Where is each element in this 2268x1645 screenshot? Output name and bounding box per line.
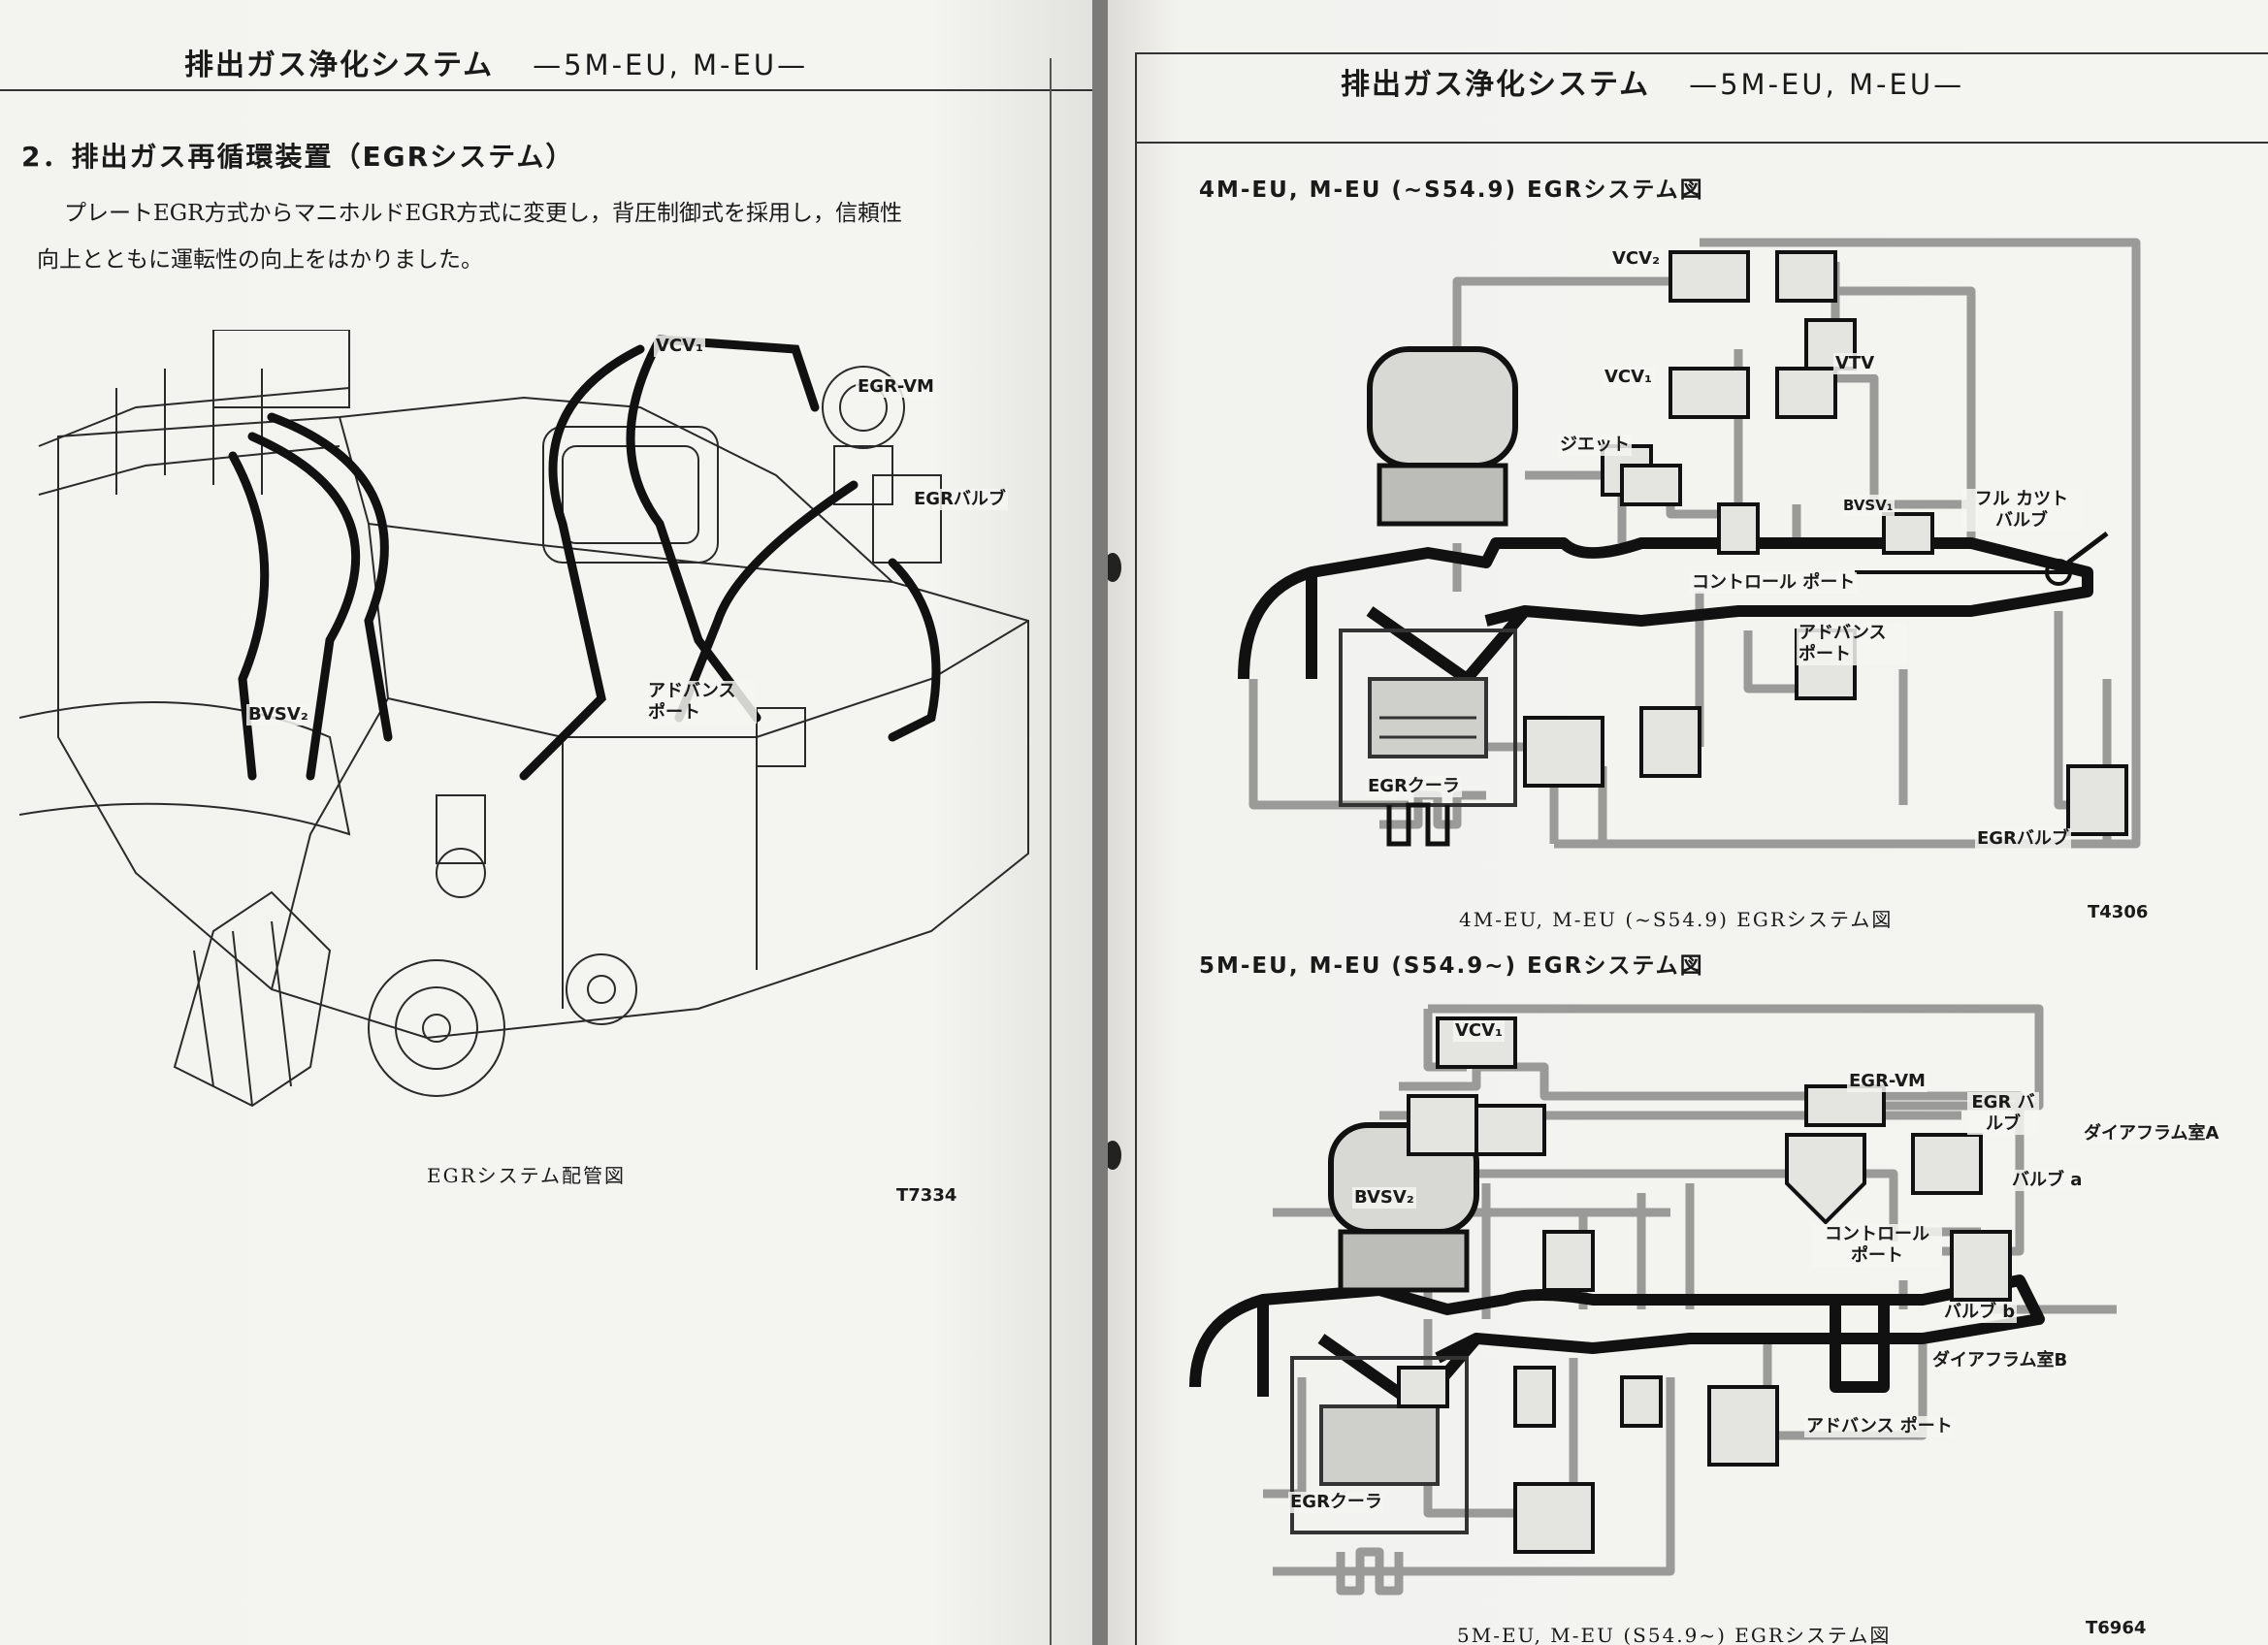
left-header-model: —5M-EU, M-EU— (533, 48, 809, 81)
d2-label-bvsv2: BVSV₂ (1352, 1187, 1416, 1209)
d2-label-egr-valve: EGR バルブ (1967, 1092, 2039, 1135)
diagram2-code: T6964 (2086, 1618, 2147, 1638)
diagram1-title: 4M-EU, M-EU (~S54.9) EGRシステム図 (1199, 177, 1704, 203)
left-header-rule (0, 89, 1092, 91)
punch-hole (1108, 1141, 1121, 1170)
d2-label-egr-vm: EGR-VM (1847, 1071, 1928, 1092)
right-page: 排出ガス浄化システム —5M-EU, M-EU— 4M-EU, M-EU (~S5… (1108, 0, 2268, 1645)
d2-label-diaphragm-a: ダイアフラム室A (2082, 1123, 2221, 1145)
punch-hole (1108, 553, 1121, 582)
label-vcv1: VCV₁ (654, 336, 705, 357)
egr-diagram-2 (1189, 1004, 2117, 1596)
diagram1-code: T4306 (2088, 902, 2149, 922)
right-header-model: —5M-EU, M-EU— (1689, 68, 1965, 101)
d2-label-diaphragm-b: ダイアフラム室B (1930, 1350, 2070, 1371)
diagram1-caption: 4M-EU, M-EU (~S54.9) EGRシステム図 (1459, 908, 1894, 931)
d2-label-advance-port: アドバンス ポート (1804, 1416, 1955, 1437)
left-page-margin-rule (1050, 58, 1052, 1645)
d1-label-egr-cooler: EGRクーラ (1366, 776, 1462, 797)
d1-label-full-cut-valve: フル カツト バルブ (1961, 489, 2082, 532)
d1-label-jet: ジエット (1558, 435, 1632, 456)
left-page-header: 排出ガス浄化システム —5M-EU, M-EU— (184, 41, 808, 83)
label-advance-port: アドバンス ポート (646, 681, 757, 724)
diagram2-caption: 5M-EU, M-EU (S54.9~) EGRシステム図 (1457, 1624, 1892, 1645)
section-heading: 2．排出ガス再循環装置（EGRシステム） (21, 141, 575, 173)
egr-diagram-1 (1238, 238, 2141, 849)
right-page-frame-top (1135, 52, 2268, 54)
d2-label-vcv1: VCV₁ (1453, 1020, 1505, 1042)
d2-label-valve-a: バルブ a (2010, 1170, 2085, 1191)
d1-label-control-port: コントロール ポート (1690, 572, 1858, 594)
right-header-rule (1135, 142, 2268, 144)
left-figure-caption: EGRシステム配管図 (427, 1164, 627, 1187)
d1-label-bvsv1: BVSV₁ (1841, 495, 1895, 516)
d1-label-vtv: VTV (1833, 353, 1877, 374)
d1-label-vcv1: VCV₁ (1603, 367, 1654, 388)
paragraph-line-1: プレートEGR方式からマニホルドEGR方式に変更し，背圧制御式を採用し，信頼性 (64, 201, 902, 226)
left-header-title: 排出ガス浄化システム (184, 48, 495, 82)
diagram2-title: 5M-EU, M-EU (S54.9~) EGRシステム図 (1199, 953, 1704, 979)
label-egr-valve: EGRバルブ (912, 489, 1008, 510)
right-header-title: 排出ガス浄化システム (1341, 68, 1651, 102)
d2-label-valve-b: バルブ b (1942, 1302, 2018, 1323)
label-egr-vm: EGR-VM (856, 376, 936, 398)
d1-label-egr-valve: EGRバルブ (1975, 828, 2071, 850)
right-page-frame-left (1135, 52, 1137, 1645)
egr-piping-illustration (19, 330, 1029, 1108)
d1-label-vcv2: VCV₂ (1610, 248, 1662, 270)
intro-paragraph: プレートEGR方式からマニホルドEGR方式に変更し，背圧制御式を採用し，信頼性 … (37, 190, 1046, 283)
d1-label-advance-port: アドバンス ポート (1797, 623, 1907, 665)
d2-label-control-port: コントロール ポート (1812, 1224, 1942, 1267)
paragraph-line-2: 向上とともに運転性の向上をはかりました。 (37, 247, 483, 273)
d2-label-egr-cooler: EGRクーラ (1288, 1492, 1384, 1513)
left-page: 排出ガス浄化システム —5M-EU, M-EU— 2．排出ガス再循環装置（EGRシ… (0, 0, 1092, 1645)
book-gutter (1092, 0, 1108, 1645)
right-page-header: 排出ガス浄化システム —5M-EU, M-EU— (1341, 60, 1964, 103)
label-bvsv2: BVSV₂ (246, 704, 310, 726)
left-figure-code: T7334 (896, 1185, 957, 1206)
